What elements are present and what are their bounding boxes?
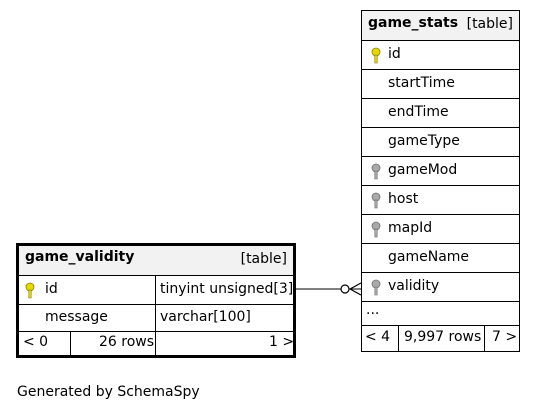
foreign-key-icon <box>371 163 381 184</box>
table-tag: [table] <box>240 251 287 267</box>
column-row-mapId: mapId <box>362 214 519 243</box>
foreign-key-icon <box>371 192 381 213</box>
row-count: 26 rows <box>99 334 155 350</box>
table-game-stats[interactable]: game_stats [table] id startTime endTime gam… <box>361 10 520 352</box>
column-row-id: id tinyint unsigned[3] <box>19 275 293 304</box>
column-name[interactable]: gameName <box>388 249 470 265</box>
generated-by-caption: Generated by SchemaSpy <box>17 384 200 400</box>
more-indicator: ... <box>366 302 380 318</box>
table-name[interactable]: game_stats <box>368 15 459 31</box>
primary-key-icon <box>25 282 35 303</box>
column-row-gameType: gameType <box>362 127 519 156</box>
column-row-id: id <box>362 40 519 69</box>
column-name[interactable]: id <box>45 281 58 297</box>
foreign-key-icon <box>371 221 381 242</box>
column-row-gameName: gameName <box>362 243 519 272</box>
column-type: tinyint unsigned[3] <box>160 281 294 297</box>
column-type: varchar[100] <box>160 309 251 325</box>
column-name[interactable]: validity <box>388 278 440 294</box>
column-row-message: message varchar[100] <box>19 304 293 331</box>
table-header: game_stats [table] <box>362 11 519 40</box>
column-name[interactable]: host <box>388 191 419 207</box>
column-row-host: host <box>362 185 519 214</box>
table-tag: [table] <box>466 16 513 32</box>
table-game-validity[interactable]: game_validity [table] id tinyint unsigne… <box>16 243 296 358</box>
table-header: game_validity [table] <box>19 246 293 275</box>
column-name[interactable]: gameType <box>388 133 460 149</box>
children-count[interactable]: 1 > <box>269 334 295 350</box>
column-name[interactable]: startTime <box>388 75 455 91</box>
primary-key-icon <box>371 47 381 68</box>
column-row-gameMod: gameMod <box>362 156 519 185</box>
column-name[interactable]: id <box>388 46 401 62</box>
parents-count[interactable]: < 0 <box>23 334 49 350</box>
parents-count[interactable]: < 4 <box>365 329 391 345</box>
table-footer: < 4 9,997 rows 7 > <box>362 325 519 351</box>
column-name[interactable]: mapId <box>388 220 433 236</box>
table-name[interactable]: game_validity <box>25 249 135 265</box>
column-row-startTime: startTime <box>362 69 519 98</box>
column-row-validity: validity <box>362 272 519 301</box>
row-count: 9,997 rows <box>404 329 482 345</box>
foreign-key-icon <box>371 279 381 300</box>
children-count[interactable]: 7 > <box>492 329 518 345</box>
table-footer: < 0 26 rows 1 > <box>19 331 295 355</box>
column-name[interactable]: message <box>45 309 108 325</box>
column-name[interactable]: gameMod <box>388 162 458 178</box>
column-row-endTime: endTime <box>362 98 519 127</box>
column-name[interactable]: endTime <box>388 104 449 120</box>
more-columns: ... <box>362 301 519 325</box>
